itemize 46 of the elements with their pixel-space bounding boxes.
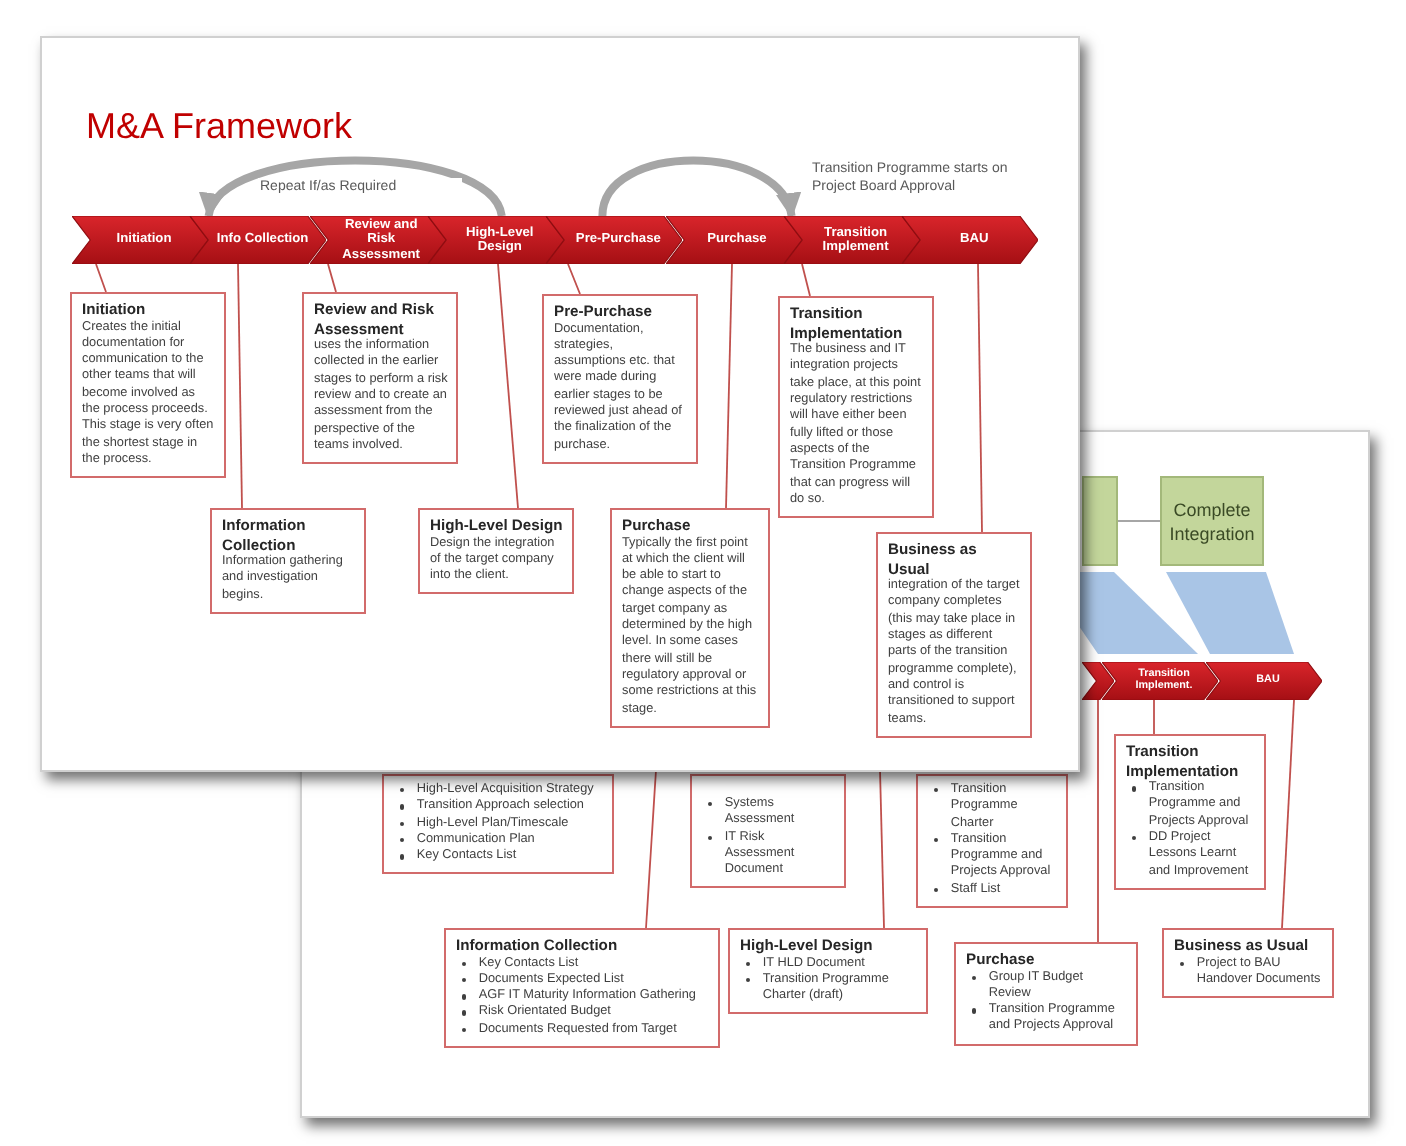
leader-line xyxy=(879,769,885,929)
process-step xyxy=(72,216,208,264)
callout-box xyxy=(1162,928,1334,999)
leader-line xyxy=(977,263,983,533)
process-step xyxy=(665,216,801,264)
callout-box xyxy=(210,508,366,615)
leader-line xyxy=(1153,699,1155,735)
leader-line xyxy=(95,263,107,293)
callout-box xyxy=(542,294,698,464)
callout-box xyxy=(1114,734,1266,890)
callout-box xyxy=(418,508,574,595)
curved-arrow xyxy=(204,156,506,219)
leader-line xyxy=(801,263,811,297)
process-step xyxy=(1206,662,1322,700)
process-step xyxy=(902,216,1039,264)
leader-line xyxy=(1281,699,1295,929)
callout-box xyxy=(778,296,934,519)
leader-line xyxy=(725,263,733,509)
process-step xyxy=(309,216,446,264)
stage-box xyxy=(1082,476,1118,566)
callout-box xyxy=(382,774,614,875)
process-step xyxy=(546,216,683,264)
process-step xyxy=(427,216,564,264)
callout-box xyxy=(70,292,226,479)
leader-line xyxy=(567,263,581,295)
callout-box xyxy=(690,774,846,889)
process-step xyxy=(190,216,327,264)
process-step xyxy=(783,216,920,264)
callout-box xyxy=(610,508,770,728)
leader-line xyxy=(497,263,519,509)
callout-box xyxy=(444,928,720,1049)
leader-line xyxy=(1097,699,1099,943)
slide-title: M&A Framework xyxy=(86,106,353,148)
stage-box-text: Complete Integration xyxy=(1167,497,1257,545)
callout-box xyxy=(302,292,458,465)
connector-line xyxy=(1117,520,1161,522)
callout-box xyxy=(916,774,1068,909)
callout-box xyxy=(876,532,1032,738)
leader-line xyxy=(327,263,337,293)
leader-line xyxy=(237,263,243,509)
leader-line xyxy=(645,769,657,929)
callout-box xyxy=(728,928,928,1015)
process-step xyxy=(1082,662,1114,700)
stage-box xyxy=(1160,476,1264,566)
callout-box xyxy=(954,942,1138,1046)
curved-arrow xyxy=(598,156,797,219)
